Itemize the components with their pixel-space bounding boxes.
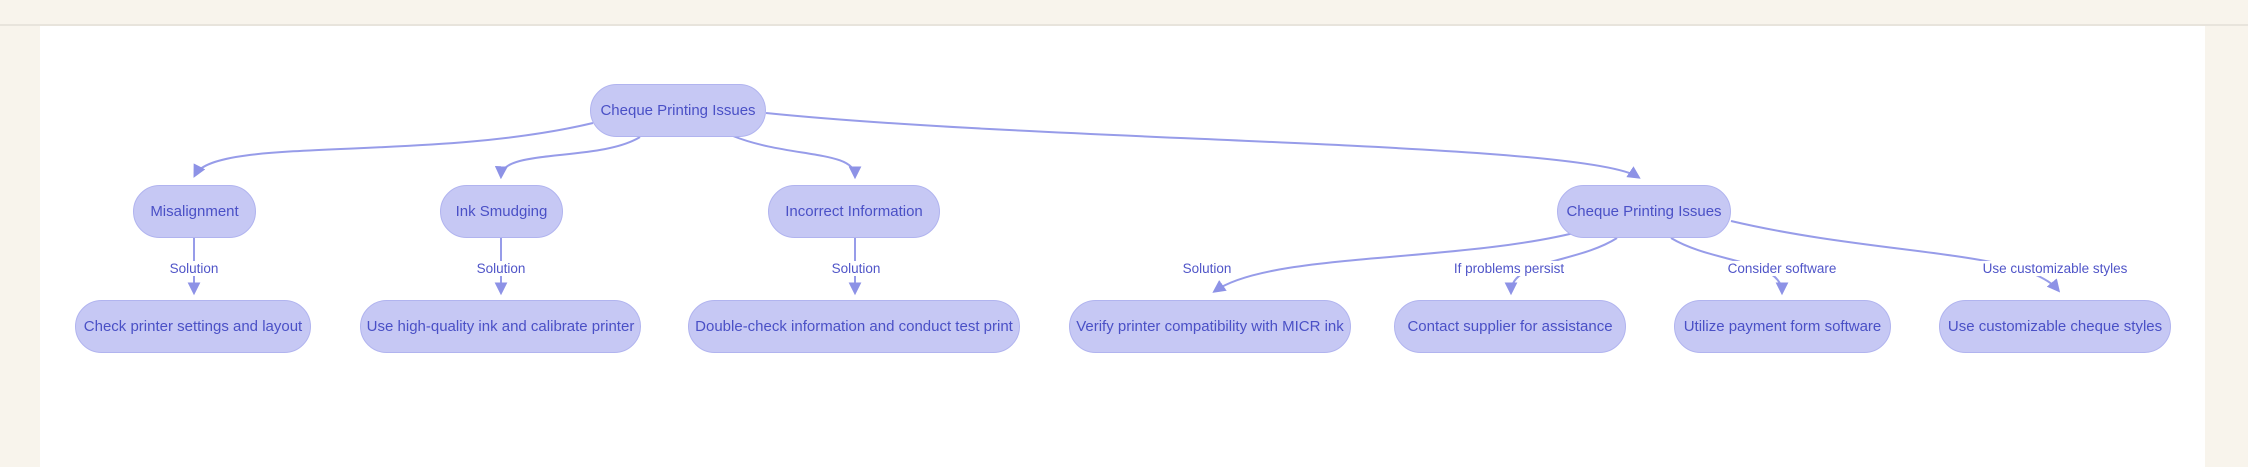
node-verify-micr-compatibility[interactable]: Verify printer compatibility with MICR i… — [1069, 300, 1351, 353]
node-use-customizable-cheque-styles[interactable]: Use customizable cheque styles — [1939, 300, 2171, 353]
node-contact-supplier[interactable]: Contact supplier for assistance — [1394, 300, 1626, 353]
edge-label-solution-1: Solution — [165, 261, 223, 276]
node-misalignment[interactable]: Misalignment — [133, 185, 256, 238]
diagram-canvas[interactable] — [40, 26, 2205, 467]
node-double-check-information[interactable]: Double-check information and conduct tes… — [688, 300, 1020, 353]
node-cheque-printing-issues-2[interactable]: Cheque Printing Issues — [1557, 185, 1731, 238]
node-use-high-quality-ink[interactable]: Use high-quality ink and calibrate print… — [360, 300, 641, 353]
edge-label-solution-2: Solution — [472, 261, 530, 276]
node-incorrect-information[interactable]: Incorrect Information — [768, 185, 940, 238]
node-utilize-payment-software[interactable]: Utilize payment form software — [1674, 300, 1891, 353]
edge-label-solution-4: Solution — [1178, 261, 1236, 276]
node-ink-smudging[interactable]: Ink Smudging — [440, 185, 563, 238]
edge-label-use-customizable-styles: Use customizable styles — [1978, 261, 2132, 276]
edge-label-consider-software: Consider software — [1723, 261, 1841, 276]
edge-label-solution-3: Solution — [827, 261, 885, 276]
top-divider-line — [0, 24, 2248, 26]
edge-label-if-problems-persist: If problems persist — [1449, 261, 1569, 276]
node-root-cheque-printing-issues[interactable]: Cheque Printing Issues — [590, 84, 766, 137]
node-check-printer-settings[interactable]: Check printer settings and layout — [75, 300, 311, 353]
